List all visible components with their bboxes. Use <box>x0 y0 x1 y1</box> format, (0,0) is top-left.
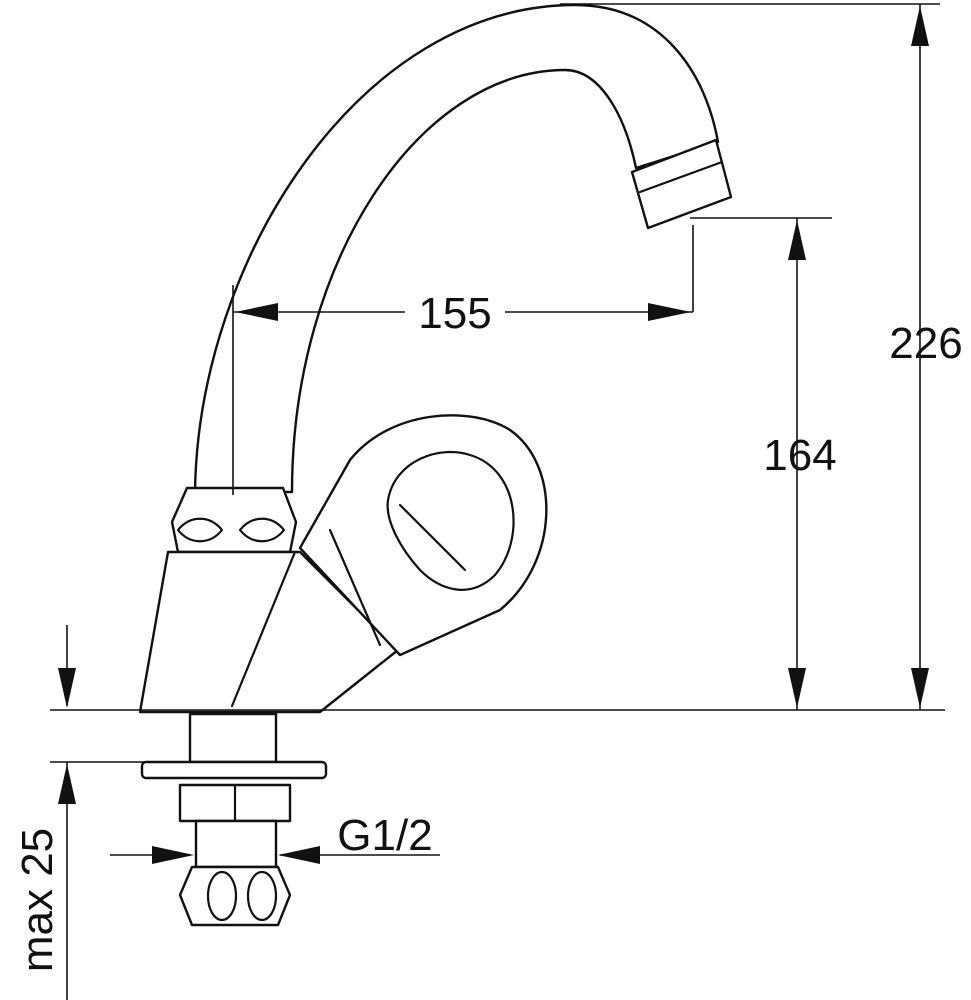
hex-collar <box>170 486 298 554</box>
lever-handle <box>298 414 548 657</box>
max-thickness-label: max 25 <box>13 828 62 972</box>
total-height-label: 226 <box>889 319 962 368</box>
reach-label: 155 <box>418 289 491 338</box>
spout-height-label: 164 <box>763 431 836 480</box>
thread-label: G1/2 <box>337 811 432 860</box>
spout <box>193 3 733 494</box>
lower-fitting <box>140 712 328 927</box>
dimension-lines <box>50 3 945 1000</box>
faucet-body <box>138 550 400 714</box>
aerator <box>630 138 733 230</box>
